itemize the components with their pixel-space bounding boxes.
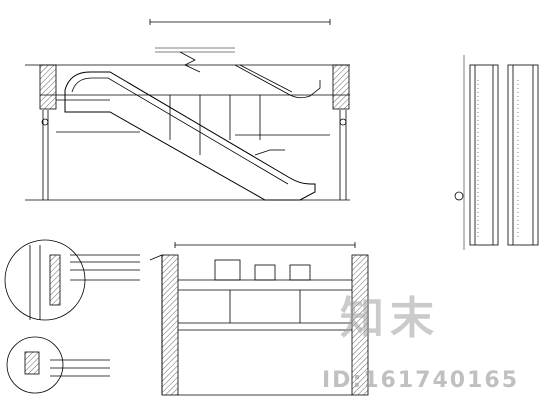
- watermark-brand: 知末: [340, 293, 440, 344]
- detail-circle-1: [4, 239, 140, 321]
- right-wall: [332, 64, 350, 110]
- watermark-id: ID:161740165: [322, 368, 520, 393]
- escalator-plan: [454, 55, 539, 250]
- left-wall: [39, 64, 57, 110]
- escalator-elevation: [25, 47, 350, 201]
- detail-circle-2: [6, 336, 110, 394]
- escalator-truss: [64, 71, 316, 201]
- top-dimension-line: [149, 19, 331, 25]
- escalator-section: [149, 242, 369, 396]
